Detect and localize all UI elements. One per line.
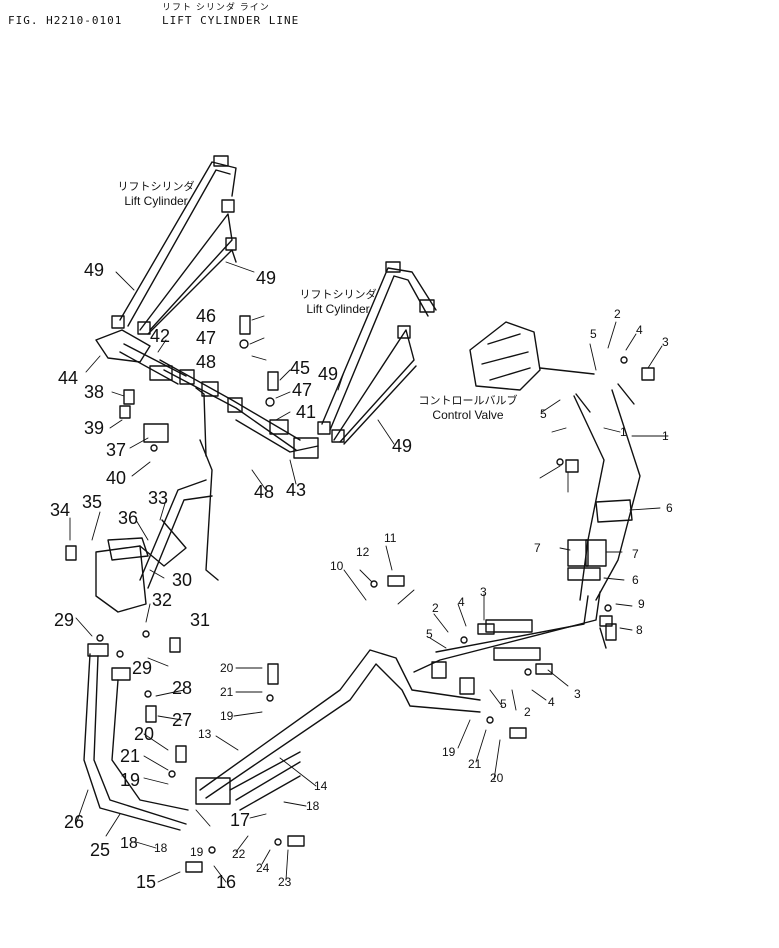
part-number-40: 40 [106, 468, 126, 488]
hardware-bolts [65, 315, 655, 873]
part-number-45: 45 [290, 358, 310, 378]
part-number-47: 47 [196, 328, 216, 348]
part-number-23: 23 [278, 875, 292, 889]
part-number-20: 20 [490, 771, 504, 785]
control-valve-callout: コントロールバルブ Control Valve [418, 394, 518, 422]
part-number-21: 21 [468, 757, 482, 771]
part-number-2: 2 [524, 705, 531, 719]
part-number-42: 42 [150, 326, 170, 346]
part-number-44: 44 [58, 368, 78, 388]
part-number-19: 19 [190, 845, 204, 859]
lower-hoses [195, 649, 481, 811]
part-number-47: 47 [292, 380, 312, 400]
part-number-13: 13 [198, 727, 212, 741]
part-number-14: 14 [314, 779, 328, 793]
part-number-43: 43 [286, 480, 306, 500]
lift-cylinder-left-en: Lift Cylinder [124, 194, 188, 208]
control-valve-jp: コントロールバルブ [418, 394, 518, 407]
part-number-5: 5 [426, 627, 433, 641]
part-number-8: 8 [636, 623, 643, 637]
part-number-3: 3 [480, 585, 487, 599]
lift-cylinder-left-hoses [111, 155, 237, 335]
part-number-31: 31 [190, 610, 210, 630]
part-number-33: 33 [148, 488, 168, 508]
part-number-15: 15 [136, 872, 156, 892]
control-valve-en: Control Valve [432, 408, 504, 422]
part-number-12: 12 [356, 545, 370, 559]
part-number-34: 34 [50, 500, 70, 520]
part-number-4: 4 [548, 695, 555, 709]
part-number-29: 29 [132, 658, 152, 678]
part-number-48: 48 [254, 482, 274, 502]
lift-cylinder-right-en: Lift Cylinder [306, 302, 370, 316]
part-number-3: 3 [662, 335, 669, 349]
part-number-24: 24 [256, 861, 270, 875]
part-number-21: 21 [220, 685, 234, 699]
part-number-32: 32 [152, 590, 172, 610]
part-number-20: 20 [134, 724, 154, 744]
lift-cylinder-left-callout: リフトシリンダ Lift Cylinder [108, 180, 204, 208]
part-number-2: 2 [432, 601, 439, 615]
part-number-29: 29 [54, 610, 74, 630]
part-number-49: 49 [84, 260, 104, 280]
part-number-38: 38 [84, 382, 104, 402]
upper-block-pipes [95, 329, 319, 459]
part-number-39: 39 [84, 418, 104, 438]
part-number-28: 28 [172, 678, 192, 698]
part-number-4: 4 [458, 595, 465, 609]
part-number-36: 36 [118, 508, 138, 528]
part-number-19: 19 [442, 745, 456, 759]
lift-cylinder-left-jp: リフトシリンダ [117, 180, 195, 193]
figure-title-jp: リフト シリンダ ライン [162, 3, 270, 13]
part-number-9: 9 [638, 597, 645, 611]
part-number-26: 26 [64, 812, 84, 832]
part-number-49: 49 [318, 364, 338, 384]
part-number-7: 7 [632, 547, 639, 561]
part-number-5: 5 [590, 327, 597, 341]
leader-lines [69, 261, 669, 883]
part-number-48: 48 [196, 352, 216, 372]
tank-and-left-lines [83, 423, 219, 831]
part-number-11: 11 [384, 531, 397, 545]
part-number-20: 20 [220, 661, 234, 675]
part-number-30: 30 [172, 570, 192, 590]
part-number-5: 5 [540, 407, 547, 421]
part-number-25: 25 [90, 840, 110, 860]
part-number-37: 37 [106, 440, 126, 460]
part-number-18: 18 [120, 835, 138, 852]
part-number-17: 17 [230, 810, 250, 830]
part-number-10: 10 [330, 559, 344, 573]
part-number-5: 5 [500, 697, 507, 711]
part-number-19: 19 [120, 770, 140, 790]
part-number-49: 49 [256, 268, 276, 288]
part-number-22: 22 [232, 847, 246, 861]
part-number-1: 1 [620, 425, 627, 439]
part-number-4: 4 [636, 323, 643, 337]
part-number-18: 18 [306, 799, 320, 813]
part-number-27: 27 [172, 710, 192, 730]
part-number-19: 19 [220, 709, 234, 723]
part-number-6: 6 [632, 573, 639, 587]
part-number-41: 41 [296, 402, 316, 422]
part-number-35: 35 [82, 492, 102, 512]
lift-cylinder-right-hoses [317, 261, 437, 445]
figure-code: FIG. H2210-0101 [8, 14, 123, 27]
part-number-7: 7 [534, 541, 541, 555]
part-number-49: 49 [392, 436, 412, 456]
lift-cylinder-right-callout: リフトシリンダ Lift Cylinder [290, 288, 386, 316]
figure-title: LIFT CYLINDER LINE [162, 14, 300, 27]
part-number-1: 1 [662, 429, 669, 443]
part-number-3: 3 [574, 687, 581, 701]
part-number-2: 2 [614, 307, 621, 321]
part-number-18: 18 [154, 841, 168, 855]
part-number-21: 21 [120, 746, 140, 766]
part-number-16: 16 [216, 872, 236, 892]
lift-cylinder-right-jp: リフトシリンダ [299, 288, 377, 301]
part-number-6: 6 [666, 501, 673, 515]
part-number-46: 46 [196, 306, 216, 326]
control-valve-assembly [413, 321, 641, 673]
